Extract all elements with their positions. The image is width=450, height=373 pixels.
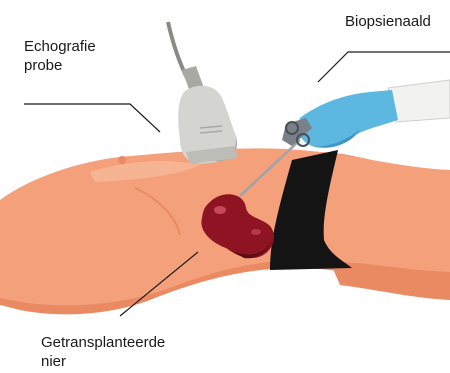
nipple <box>118 156 126 164</box>
kidney-highlight <box>214 206 226 214</box>
kidney-highlight-2 <box>251 229 261 235</box>
needle-label-text: Biopsienaald <box>345 12 431 31</box>
sleeve <box>388 80 450 122</box>
callout-needle <box>318 52 450 82</box>
probe-label: Echografie probe <box>24 37 96 75</box>
needle-label: Biopsienaald <box>345 12 431 31</box>
probe-label-line2: probe <box>24 56 96 75</box>
gloved-hand-icon <box>282 80 450 148</box>
ultrasound-probe-icon <box>168 22 238 164</box>
probe-label-line1: Echografie <box>24 37 96 56</box>
callout-probe <box>24 104 160 132</box>
kidney-label: Getransplanteerde nier <box>41 333 165 371</box>
kidney-label-line1: Getransplanteerde <box>41 333 165 352</box>
kidney-label-line2: nier <box>41 352 165 371</box>
